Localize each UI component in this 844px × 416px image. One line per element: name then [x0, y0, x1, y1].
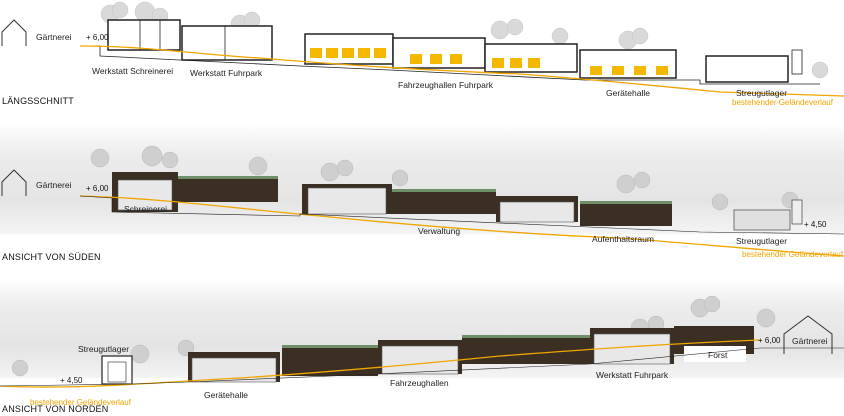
silo-icon [791, 199, 803, 225]
norden-drawing [0, 295, 844, 388]
sueden-drawing [1, 145, 844, 257]
gaertnerei-house-icon [1, 19, 27, 46]
label-aufenthaltsraum: Aufenthaltsraum [592, 234, 654, 244]
building-wing [178, 178, 278, 202]
building-aufenthaltsraum [580, 204, 672, 226]
terrain-line [0, 339, 761, 388]
label-verwaltung: Verwaltung [418, 226, 461, 236]
laengsschnitt-drawing [1, 1, 844, 97]
section-title: ANSICHT VON SÜDEN [2, 252, 101, 262]
label-streugutlager: Streugutlager [736, 236, 788, 246]
building-schreinerei [107, 19, 181, 51]
tree-group [90, 145, 799, 211]
gaertnerei-house-icon [1, 169, 27, 196]
label-gaertnerei: Gärtnerei [36, 180, 72, 190]
building-streugutlager [733, 209, 791, 231]
building-fuhrpark [181, 25, 273, 61]
section-title: ANSICHT VON NORDEN [2, 404, 109, 414]
label-schreinerei: Werkstatt Schreinerei [92, 66, 174, 76]
building-streugutlager [705, 55, 789, 83]
section-ansicht-sueden: Gärtnerei + 6,00 Schreinerei Verwaltung … [0, 122, 844, 272]
label-fahrzeughallen: Fahrzeughallen Fuhrpark [398, 80, 493, 90]
label-level: + 6,00 [86, 184, 109, 193]
label-streugutlager: Streugutlager [78, 344, 130, 354]
label-streugutlager: Streugutlager [736, 88, 788, 98]
label-forst: Forst [708, 350, 728, 360]
terrain-line [79, 45, 844, 97]
label-level2: + 4,50 [804, 220, 827, 229]
label-gelaende: bestehender Geländeverlauf [30, 398, 131, 407]
section-ansicht-norden: Streugutlager + 4,50 bestehender Gelände… [0, 278, 844, 416]
label-gelaende: bestehender Geländeverlauf [742, 250, 843, 259]
label-fahrzeughallen: Fahrzeughallen [390, 378, 449, 388]
label-fuhrpark: Werkstatt Fuhrpark [190, 68, 263, 78]
section-laengsschnitt: Gärtnerei + 6,00 Werkstatt Schreinerei W… [0, 0, 844, 112]
vehicle-group [310, 48, 668, 75]
label-gaertnerei: Gärtnerei [792, 336, 828, 346]
label-level: + 6,00 [86, 33, 109, 42]
label-level2: + 6,00 [758, 336, 781, 345]
label-gaertnerei: Gärtnerei [36, 32, 72, 42]
gaertnerei-house-icon [783, 315, 833, 354]
section-title: LÄNGSSCHNITT [2, 96, 74, 106]
label-gelaende: bestehender Geländeverlauf [732, 98, 833, 107]
label-fuhrpark: Werkstatt Fuhrpark [596, 370, 669, 380]
label-geraetehalle: Gerätehalle [606, 88, 650, 98]
label-geraetehalle: Gerätehalle [204, 390, 248, 400]
building-verwaltung [392, 192, 496, 214]
terrain-line [79, 195, 844, 257]
label-schreinerei: Schreinerei [124, 204, 167, 214]
silo-icon [791, 49, 803, 75]
label-level: + 4,50 [60, 376, 83, 385]
